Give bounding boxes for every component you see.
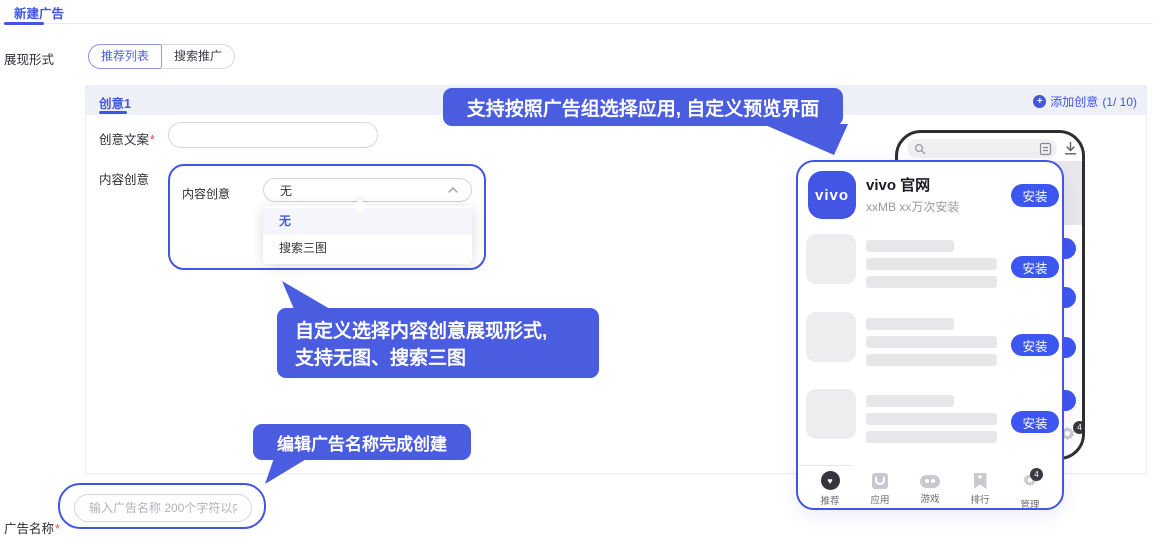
gamepad-icon (920, 475, 940, 488)
app-meta: xxMB xx万次安装 (866, 200, 960, 214)
add-creative-label: 添加创意 (1050, 95, 1099, 109)
download-icon[interactable] (1064, 141, 1077, 156)
tab-new-ad[interactable]: 新建广告 (14, 7, 65, 21)
ad-name-label: 广告名称* (4, 522, 60, 536)
app-icon-placeholder (806, 312, 856, 362)
top-divider (0, 23, 1153, 24)
callout-ad-name: 编辑广告名称完成创建 (253, 424, 471, 460)
bookmark-icon: ★ (973, 473, 987, 489)
tabbar-divider (798, 465, 853, 466)
chevron-up-icon (448, 187, 458, 193)
creative-copy-label: 创意文案* (99, 133, 155, 147)
phone-manage-badge: 4 (1073, 421, 1082, 434)
vivo-logo: vivo (808, 171, 856, 219)
app-name: vivo 官网 (866, 177, 931, 194)
dropdown-option-search-three-images[interactable]: 搜索三图 (279, 241, 328, 255)
add-creative-count: (1/ 10) (1102, 94, 1137, 109)
tab-games[interactable]: 游戏 (911, 469, 949, 508)
content-creative-inner-label: 内容创意 (182, 187, 231, 201)
dropdown-option-none[interactable]: 无 (263, 208, 472, 235)
panel-border-left (85, 115, 86, 473)
ad-name-input[interactable] (74, 494, 252, 522)
required-asterisk: * (150, 133, 155, 147)
callout-app-preview: 支持按照广告组选择应用, 自定义预览界面 (443, 88, 843, 126)
creative-copy-input[interactable] (168, 122, 378, 148)
app-store-tabbar: ♥ 推荐 应用 游戏 ★ 排行 4 管理 (798, 468, 1062, 508)
manage-badge: 4 (1030, 468, 1043, 481)
plus-icon: + (1033, 95, 1047, 108)
creative-panel-title: 创意1 (99, 97, 131, 111)
format-option-recommend-list[interactable]: 推荐列表 (88, 44, 163, 69)
install-button[interactable]: 安装 (1011, 334, 1059, 356)
tab-recommend[interactable]: ♥ 推荐 (811, 469, 849, 508)
install-button[interactable]: 安装 (1011, 184, 1059, 207)
panel-border-right (1146, 115, 1147, 473)
bag-icon (872, 473, 888, 489)
callout-content-creative-tail (282, 281, 330, 309)
search-icon (914, 143, 926, 154)
install-button[interactable]: 安装 (1011, 256, 1059, 278)
app-preview-card: vivo vivo 官网 xxMB xx万次安装 安装 安装 安装 安装 ♥ 推… (796, 160, 1064, 510)
tab-ranking[interactable]: ★ 排行 (970, 473, 990, 506)
gear-icon (1060, 426, 1075, 441)
creative-title-underline (99, 111, 127, 114)
display-format-label: 展现形式 (4, 53, 55, 67)
active-tab-indicator (4, 22, 44, 25)
select-value: 无 (280, 183, 293, 198)
content-creative-select[interactable]: 无 (263, 178, 472, 202)
format-option-search-promo[interactable]: 搜索推广 (174, 49, 223, 63)
list-view-icon[interactable] (1039, 142, 1052, 156)
add-creative-button[interactable]: + 添加创意 (1/ 10) (1033, 93, 1137, 110)
phone-search-bar[interactable] (907, 139, 1057, 158)
app-icon-placeholder (806, 234, 856, 284)
callout-content-creative: 自定义选择内容创意展现形式, 支持无图、搜索三图 (277, 308, 599, 378)
content-creative-dropdown: 无 搜索三图 (263, 206, 472, 264)
tab-manage[interactable]: 4 管理 (1011, 468, 1049, 508)
heart-icon: ♥ (820, 471, 840, 490)
callout-app-preview-tail (763, 124, 848, 155)
app-icon-placeholder (806, 389, 856, 439)
callout-ad-name-tail (265, 458, 308, 484)
panel-border-bottom (85, 473, 1147, 474)
display-format-segmented: 推荐列表 搜索推广 (88, 44, 236, 69)
content-creative-label: 内容创意 (99, 173, 150, 187)
phone-manage-tab[interactable]: 4 (1058, 421, 1082, 448)
tab-apps[interactable]: 应用 (861, 469, 899, 508)
install-button[interactable]: 安装 (1011, 411, 1059, 433)
